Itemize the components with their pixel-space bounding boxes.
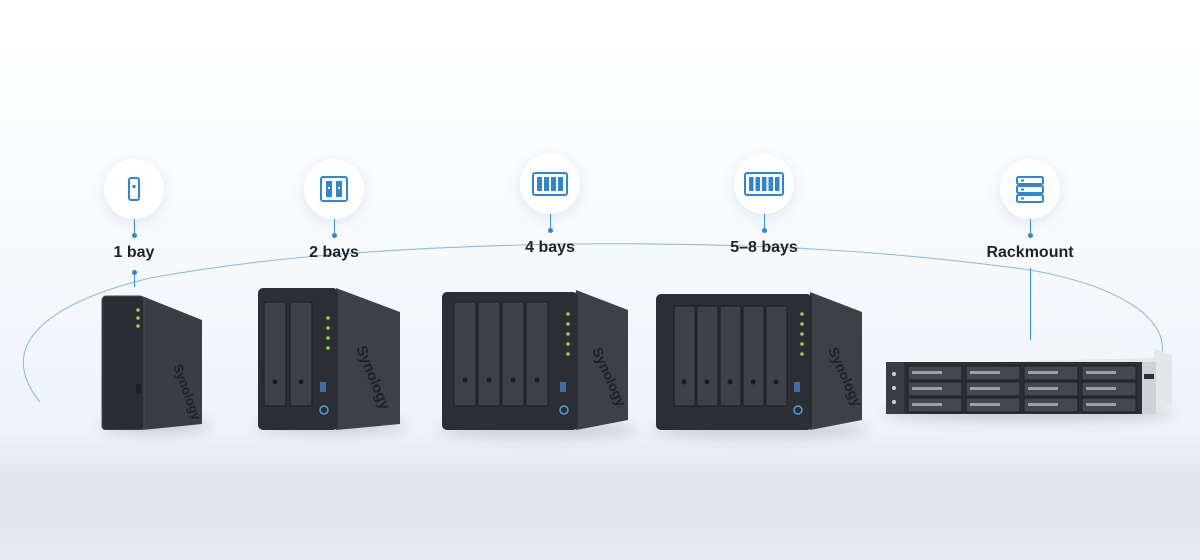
category-rackmount[interactable]: Rackmount — [950, 159, 1110, 340]
category-icon-circle — [734, 154, 794, 214]
category-label: 1 bay — [113, 244, 155, 261]
rackmount-server-icon — [1016, 176, 1044, 203]
category-label: 2 bays — [309, 244, 359, 261]
floor-reflection — [0, 430, 1200, 560]
category-icon-circle — [520, 154, 580, 214]
two-bay-icon — [320, 176, 348, 202]
nas-1-bay-device: Synology — [101, 295, 205, 430]
single-bay-icon — [128, 177, 140, 201]
category-1-bay[interactable]: 1 bay — [54, 159, 214, 287]
rackmount-device — [886, 348, 1172, 414]
category-icon-circle — [104, 159, 164, 219]
category-2-bays[interactable]: 2 bays — [254, 159, 414, 262]
category-4-bays[interactable]: 4 bays — [470, 154, 630, 257]
category-label: 5–8 bays — [730, 239, 798, 256]
category-label: Rackmount — [986, 244, 1074, 261]
nas-4-bay-device: Synology — [442, 290, 630, 430]
category-icon-circle — [1000, 159, 1060, 219]
category-icon-circle — [304, 159, 364, 219]
category-label: 4 bays — [525, 239, 575, 256]
four-bay-icon — [532, 172, 568, 196]
five-bay-icon — [744, 172, 784, 196]
nas-5-bay-device: Synology — [656, 292, 866, 430]
category-5-8-bays[interactable]: 5–8 bays — [684, 154, 844, 257]
nas-2-bay-device: Synology — [258, 288, 400, 430]
